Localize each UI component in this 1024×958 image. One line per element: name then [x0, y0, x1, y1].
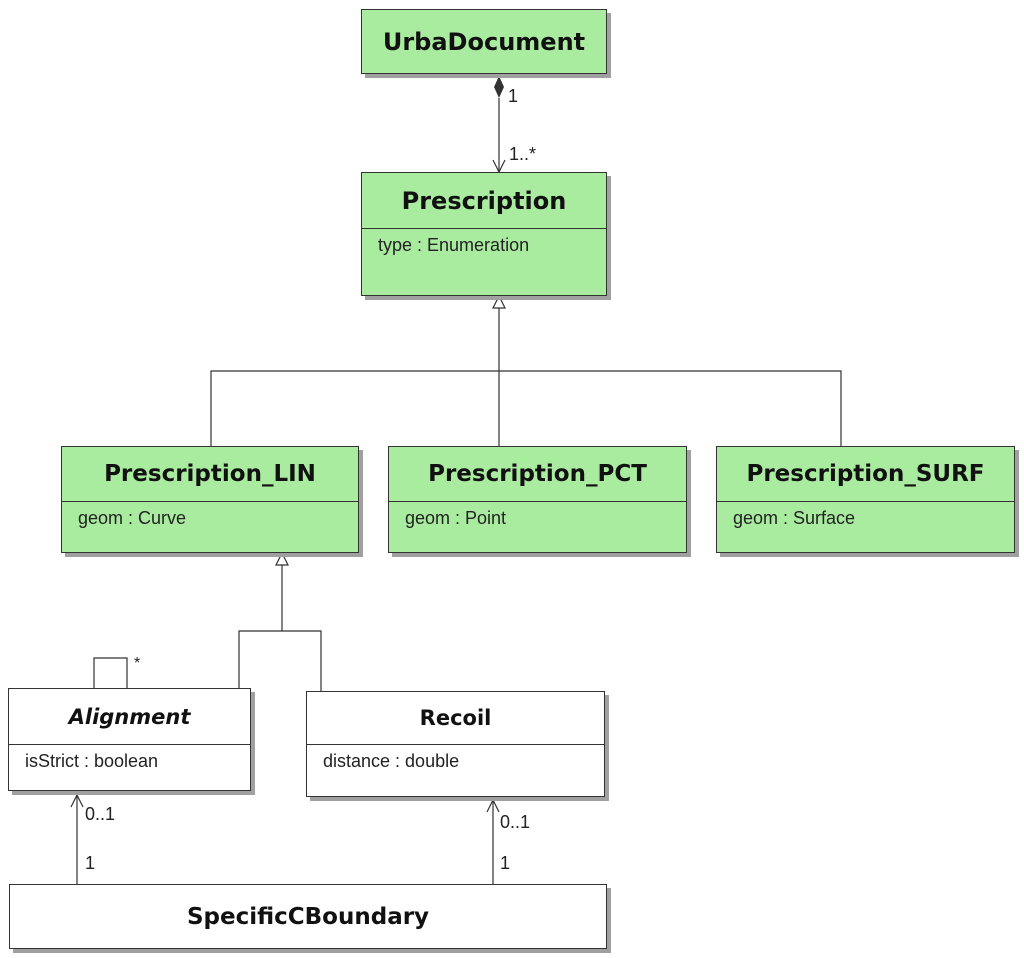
multiplicity-label: 1 [500, 853, 511, 873]
class-name: SpecificCBoundary [186, 903, 430, 930]
class-prescription-surf[interactable]: Prescription_SURF geom : Surface [716, 446, 1015, 553]
class-alignment[interactable]: Alignment isStrict : boolean [8, 688, 251, 791]
class-prescription-pct[interactable]: Prescription_PCT geom : Point [388, 446, 687, 553]
class-prescription-lin[interactable]: Prescription_LIN geom : Curve [61, 446, 359, 553]
class-urba-document[interactable]: UrbaDocument [361, 9, 607, 74]
class-name: Prescription_LIN [62, 447, 358, 502]
class-attribute: type : Enumeration [378, 235, 530, 255]
multiplicity-label: * [134, 655, 141, 672]
multiplicity-label: 0..1 [85, 804, 116, 824]
generalization-prescription [210, 294, 842, 446]
class-prescription[interactable]: Prescription type : Enumeration [361, 172, 607, 296]
class-attribute: geom : Point [405, 508, 507, 528]
alignment-self-association [93, 657, 128, 688]
generalization-triangle [275, 551, 289, 566]
class-attribute: isStrict : boolean [25, 751, 159, 771]
multiplicity-label: 1..* [509, 144, 537, 164]
class-recoil[interactable]: Recoil distance : double [306, 691, 605, 797]
association-boundary-alignment [70, 793, 84, 884]
class-name: Prescription_PCT [389, 447, 686, 502]
class-name: Recoil [307, 692, 604, 745]
multiplicity-label: 1 [508, 86, 519, 106]
generalization-triangle [492, 294, 506, 309]
association-boundary-recoil [486, 798, 500, 884]
composition-urba-prescription [492, 76, 506, 174]
multiplicity-label: 1 [85, 853, 96, 873]
class-attribute: geom : Curve [78, 508, 187, 528]
class-name: UrbaDocument [382, 27, 586, 56]
class-attribute: geom : Surface [733, 508, 856, 528]
class-name: Prescription_SURF [717, 447, 1014, 502]
generalization-prescription-lin [238, 551, 322, 691]
composition-diamond [494, 76, 504, 98]
class-attribute: distance : double [323, 751, 460, 771]
class-name: Alignment [9, 689, 250, 745]
class-specific-boundary[interactable]: SpecificCBoundary [9, 884, 607, 949]
multiplicity-label: 0..1 [500, 812, 531, 832]
class-name: Prescription [362, 173, 606, 229]
